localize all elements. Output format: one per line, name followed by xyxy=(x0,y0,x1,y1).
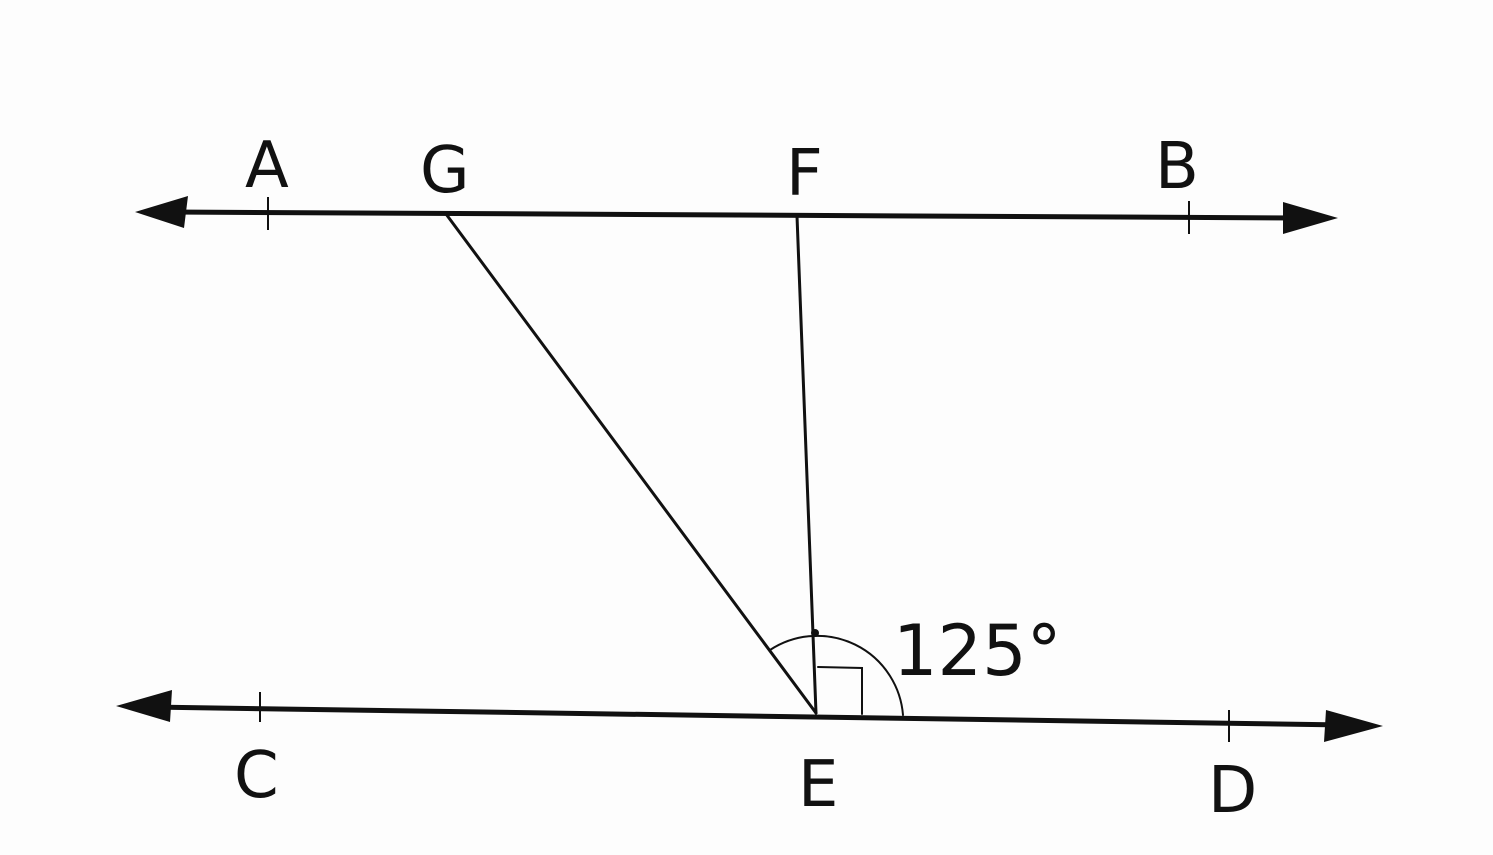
label-b: B xyxy=(1155,130,1199,204)
line-ab xyxy=(135,196,1338,234)
label-d: D xyxy=(1208,754,1257,828)
line-cd xyxy=(116,690,1383,742)
arrowhead-left-ab xyxy=(135,196,188,228)
label-f: F xyxy=(786,137,823,211)
arc-intersection-dot xyxy=(811,629,819,637)
label-a: A xyxy=(245,129,289,203)
arrowhead-right-cd xyxy=(1324,710,1383,742)
segment-ge xyxy=(444,212,818,715)
label-c: C xyxy=(234,739,279,813)
right-angle-marker xyxy=(817,666,863,715)
angle-label: 125° xyxy=(893,610,1062,692)
angle-arc xyxy=(769,634,904,716)
arrowhead-right-ab xyxy=(1283,202,1338,234)
label-g: G xyxy=(420,134,470,208)
label-e: E xyxy=(798,748,838,822)
arrowhead-left-cd xyxy=(116,690,172,722)
